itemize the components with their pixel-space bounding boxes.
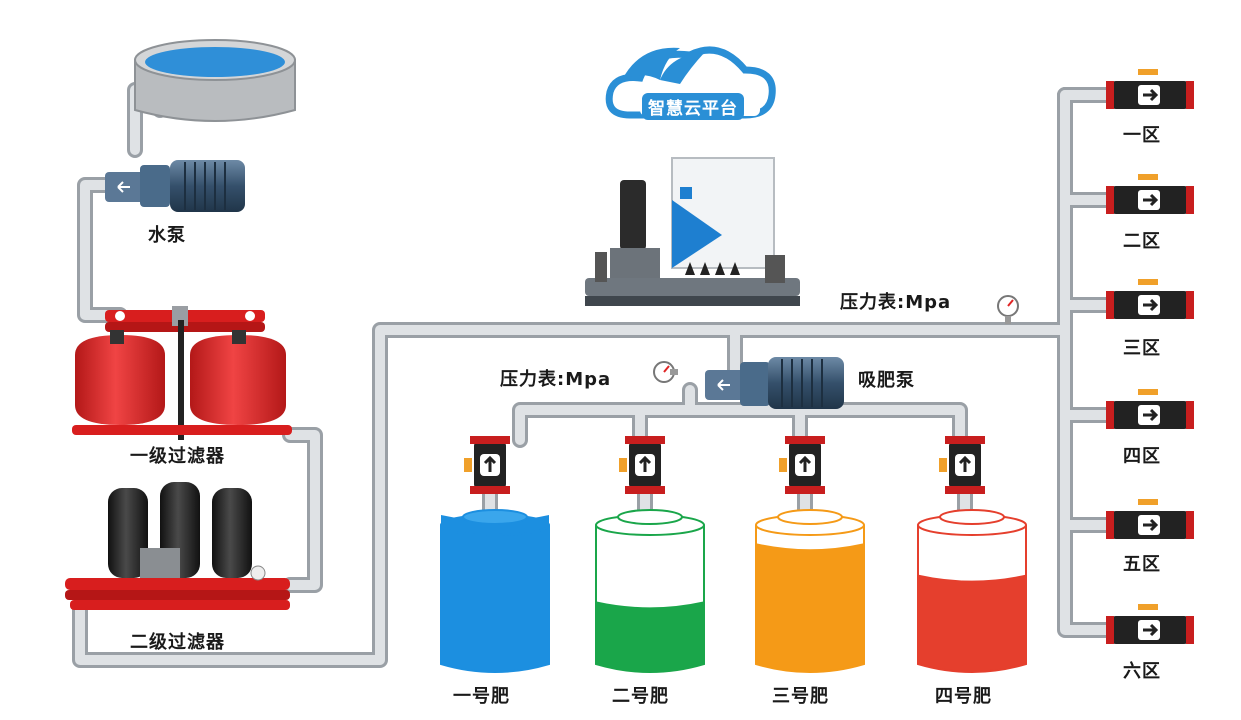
tank-liquid xyxy=(441,515,549,672)
pressure-gauge-main-label: 压力表:Mpa xyxy=(840,292,952,313)
fertigation-controller xyxy=(585,157,800,306)
tank-liquid xyxy=(918,574,1026,672)
secondary-filter xyxy=(65,482,290,610)
zone-label-4: 四区 xyxy=(1123,446,1161,467)
zone-label-5: 五区 xyxy=(1123,554,1161,575)
tank-liquid xyxy=(596,601,704,672)
pipe-network xyxy=(72,82,1118,668)
fertilizer-pump-label: 吸肥泵 xyxy=(858,370,915,391)
zone-valves xyxy=(1106,69,1194,644)
zone-valve[interactable] xyxy=(1106,389,1194,429)
zone-label-2: 二区 xyxy=(1123,231,1161,252)
zone-label-1: 一区 xyxy=(1123,125,1161,146)
zone-label-6: 六区 xyxy=(1123,661,1161,682)
primary-filter-label: 一级过滤器 xyxy=(130,446,225,467)
water-pump xyxy=(105,160,245,212)
fertilizer-tank xyxy=(595,509,705,673)
fertilizer-tank xyxy=(917,509,1027,673)
tank-label-2: 二号肥 xyxy=(612,686,669,707)
zone-valve[interactable] xyxy=(1106,499,1194,539)
suction-valves xyxy=(464,436,985,494)
fertilizer-tank xyxy=(440,509,550,673)
zone-label-3: 三区 xyxy=(1123,338,1161,359)
tank-liquid xyxy=(756,543,864,672)
primary-filter xyxy=(72,306,292,440)
water-pump-label: 水泵 xyxy=(148,225,186,246)
fertilizer-pump xyxy=(705,357,844,409)
tank-label-1: 一号肥 xyxy=(453,686,510,707)
fertilizer-tank xyxy=(755,509,865,673)
zone-valve[interactable] xyxy=(1106,174,1194,214)
platform-title: 智慧云平台 xyxy=(642,93,744,120)
pressure-gauge-icon xyxy=(653,361,678,383)
zone-valve[interactable] xyxy=(1106,279,1194,319)
pressure-gauge-icon xyxy=(997,295,1019,324)
tank-label-4: 四号肥 xyxy=(935,686,992,707)
tank-label-3: 三号肥 xyxy=(772,686,829,707)
pressure-gauge-fert-label: 压力表:Mpa xyxy=(500,369,612,390)
zone-valve[interactable] xyxy=(1106,69,1194,109)
zone-valve[interactable] xyxy=(1106,604,1194,644)
fertilizer-tanks xyxy=(440,509,1027,673)
water-reservoir xyxy=(134,39,296,122)
secondary-filter-label: 二级过滤器 xyxy=(130,632,225,653)
